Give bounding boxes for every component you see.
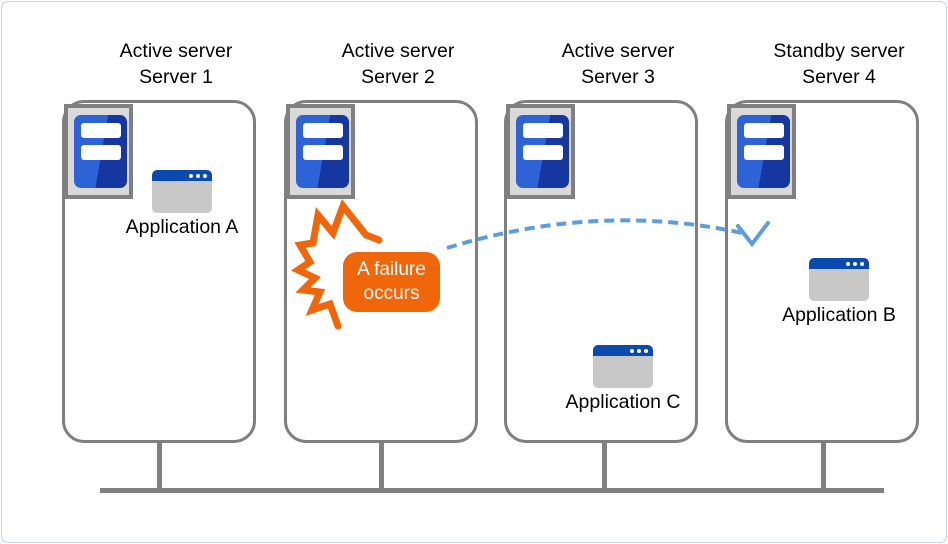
application-window-icon: [593, 345, 653, 388]
server-3-title: Active server Server 3: [521, 38, 715, 90]
application-label: Application A: [125, 216, 239, 238]
server-role-label: Active server: [561, 40, 675, 62]
server-name-label: Server 4: [802, 66, 876, 88]
application-c: Application C: [548, 345, 698, 414]
server-2: Active server Server 2 A failure occurs: [284, 38, 478, 444]
server-tower-icon: [506, 104, 575, 199]
failure-callout: A failure occurs: [343, 252, 440, 312]
server-network-connector: [157, 443, 162, 493]
server-role-label: Standby server: [773, 40, 905, 62]
server-network-connector: [821, 443, 826, 493]
application-b: Application B: [764, 258, 914, 327]
server-name-label: Server 1: [139, 66, 213, 88]
server-tower-icon: [64, 104, 133, 199]
application-a: Application A: [107, 170, 257, 239]
application-label: Application B: [782, 304, 896, 326]
network-bus-line: [100, 488, 884, 493]
server-1-box: [62, 100, 256, 443]
server-4: Standby server Server 4 Application B: [725, 38, 919, 444]
server-1: Active server Server 1 Application A: [62, 38, 256, 444]
application-label: Application C: [565, 391, 681, 413]
server-3: Active server Server 3 Application C: [504, 38, 698, 444]
server-role-label: Active server: [119, 40, 233, 62]
server-1-title: Active server Server 1: [79, 38, 273, 90]
server-network-connector: [379, 443, 384, 493]
failure-text-line1: A failure: [357, 259, 426, 280]
server-4-title: Standby server Server 4: [742, 38, 936, 90]
server-role-label: Active server: [341, 40, 455, 62]
application-window-icon: [152, 170, 212, 213]
server-tower-icon: [286, 104, 355, 199]
server-2-title: Active server Server 2: [301, 38, 495, 90]
server-name-label: Server 3: [581, 66, 655, 88]
application-window-icon: [809, 258, 869, 301]
server-name-label: Server 2: [361, 66, 435, 88]
server-network-connector: [602, 443, 607, 493]
failure-text-line2: occurs: [363, 283, 420, 304]
server-tower-icon: [727, 104, 796, 199]
